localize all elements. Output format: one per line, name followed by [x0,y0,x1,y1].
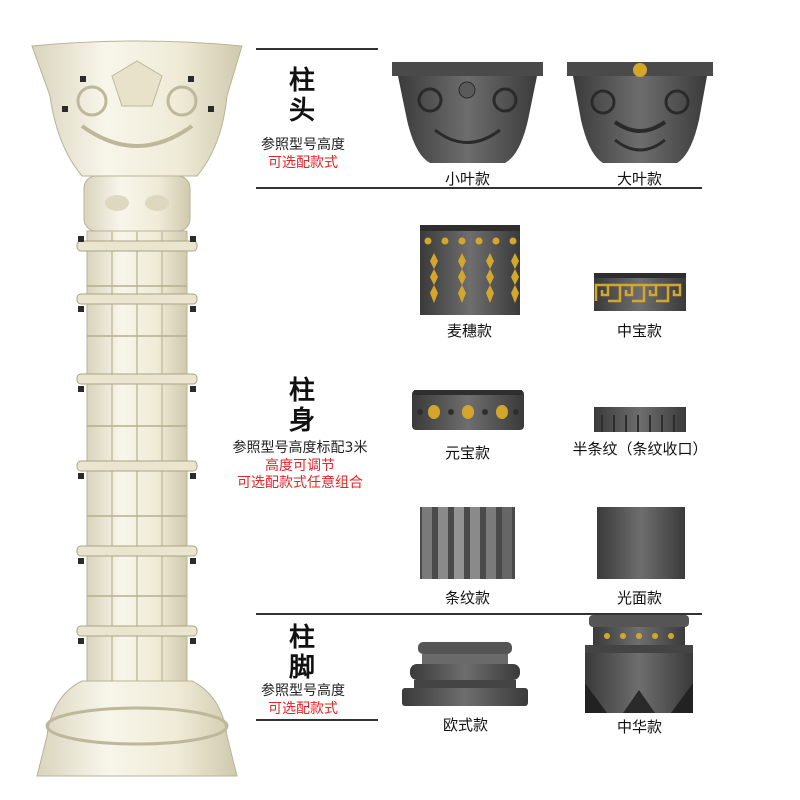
shaft-style-wheat-ear: 麦穗款 [446,322,492,340]
capital-top-rule [256,48,378,50]
shaft-style-smooth: 光面款 [616,589,662,607]
base-style-european: 欧式款 [442,716,488,734]
shaft-half-stripe-image [594,407,686,432]
shaft-zhongbao-image [594,273,686,311]
shaft-title-2: 身 [288,406,315,436]
shaft-yuanbao-image [412,390,524,430]
shaft-stripe-image [420,507,515,579]
base-bottom-rule [256,719,378,721]
capital-title-1: 柱 [288,66,315,96]
column-mold-image [22,36,252,788]
capital-style-small-leaf: 小叶款 [444,170,490,188]
shaft-title-1: 柱 [288,376,315,406]
base-title-2: 脚 [288,653,315,683]
shaft-note: 参照型号高度标配3米 [232,440,368,456]
shaft-style-zhongbao: 中宝款 [616,322,662,340]
base-note-red: 可选配款式 [268,701,338,717]
base-top-rule [256,613,702,615]
shaft-note-red-2: 可选配款式任意组合 [237,475,363,491]
base-style-chinese: 中华款 [616,718,662,736]
capital-style-large-leaf: 大叶款 [616,170,662,188]
capital-large-leaf-image [565,60,715,165]
capital-note: 参照型号高度 [261,137,345,153]
base-chinese-image [583,615,695,715]
capital-title-2: 头 [288,96,315,126]
capital-note-red: 可选配款式 [268,155,338,171]
shaft-style-yuanbao: 元宝款 [444,444,490,462]
base-note: 参照型号高度 [261,683,345,699]
shaft-smooth-image [597,507,685,579]
shaft-note-red-1: 高度可调节 [265,458,335,474]
capital-small-leaf-image [390,60,545,165]
capital-bottom-rule [256,187,702,189]
shaft-style-stripe: 条纹款 [444,589,490,607]
shaft-style-half-stripe: 半条纹（条纹收口） [572,440,708,458]
base-european-image [400,640,530,708]
base-title-1: 柱 [288,623,315,653]
shaft-wheat-ear-image [420,225,520,315]
